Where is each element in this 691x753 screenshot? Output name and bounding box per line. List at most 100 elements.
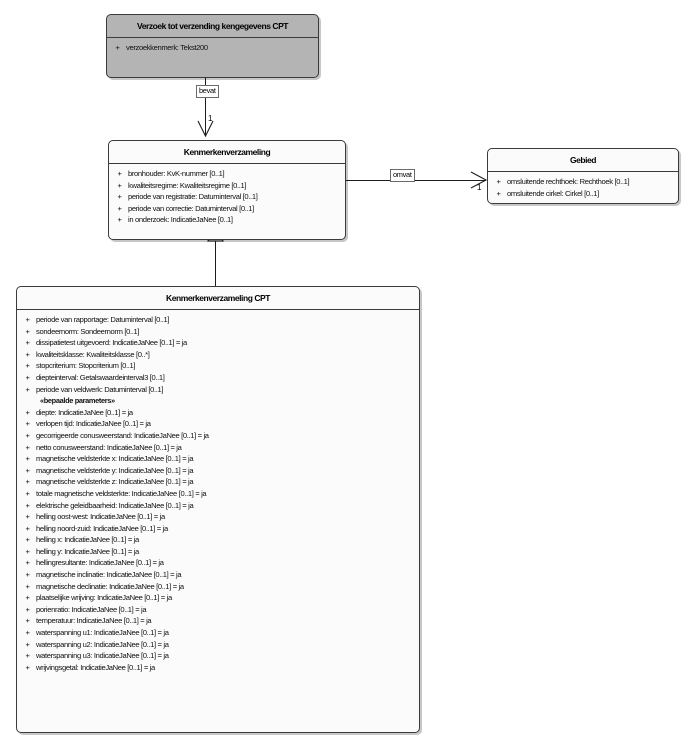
- attribute-signature: verzoekkenmerk: Tekst200: [126, 43, 208, 52]
- attribute-signature: helling noord-zuid: IndicatieJaNee [0..1…: [36, 523, 168, 533]
- attribute-visibility: +: [117, 203, 122, 213]
- attribute-visibility: +: [25, 430, 30, 440]
- attribute-visibility: +: [117, 169, 122, 178]
- attribute-row: + hellingresultante: IndicatieJaNee [0..1…: [19, 557, 417, 569]
- attribute-row: +periode van rapportage: Datuminterval […: [19, 314, 417, 326]
- bevat-open-arrowhead: [197, 120, 214, 138]
- attribute-visibility: +: [25, 349, 30, 359]
- attribute-signature: magnetische inclinatie: IndicatieJaNee […: [36, 570, 182, 580]
- attribute-signature: helling y: IndicatieJaNee [0..1] = ja: [36, 546, 139, 556]
- attribute-row: +wrijvingsgetal: IndicatieJaNee [0..1] =…: [19, 662, 417, 674]
- class-name-verzoek: Verzoek tot verzending kengegevens CPT: [107, 15, 318, 38]
- attribute-visibility: +: [25, 500, 30, 510]
- edge-label-omvat: omvat: [390, 169, 415, 182]
- attribute-row: +waterspanning u3: IndicatieJaNee [0..1]…: [19, 650, 417, 662]
- attribute-row: +magnetische declinatie: IndicatieJaNee …: [19, 581, 417, 593]
- attribute-row: + kwaliteitsregime: Kwaliteitsregime [0.…: [111, 180, 343, 192]
- attribute-visibility: +: [117, 180, 122, 190]
- attribute-row: + in onderzoek: IndicatieJaNee [0..1]: [111, 214, 343, 226]
- attribute-signature: hellingresultante: IndicatieJaNee [0..1]…: [36, 558, 164, 568]
- attribute-visibility: +: [117, 215, 122, 225]
- class-kenmerkenverzameling-cpt[interactable]: Kenmerkenverzameling CPT +periode van ra…: [16, 286, 420, 733]
- attribute-signature: helling x: IndicatieJaNee [0..1] = ja: [36, 535, 139, 545]
- attribute-visibility: +: [115, 43, 120, 52]
- attribute-row: + periode van veldwerk: Datuminterval [0.…: [19, 384, 417, 396]
- attribute-visibility: +: [25, 454, 30, 464]
- attribute-row: +helling oost-west: IndicatieJaNee [0..1…: [19, 511, 417, 523]
- attribute-row: +dissipatietest uitgevoerd: IndicatieJaN…: [19, 337, 417, 349]
- attribute-row: + waterspanning u1: IndicatieJaNee [0..1]…: [19, 627, 417, 639]
- attribute-row: +porienratio: IndicatieJaNee [0..1] = ja: [19, 604, 417, 616]
- attribute-visibility: +: [496, 188, 501, 198]
- attribute-visibility: +: [25, 546, 30, 556]
- attribute-row: + bronhouder: KvK-nummer [0..1]: [111, 168, 343, 180]
- attribute-row: + omsluitende rechthoek: Rechthoek [0..1…: [490, 176, 676, 188]
- attribute-signature: in onderzoek: IndicatieJaNee [0..1]: [128, 215, 233, 225]
- class-attributes-verzoek: + verzoekkenmerk: Tekst200: [107, 38, 318, 59]
- edge-bevat: [205, 78, 206, 136]
- attribute-row: + waterspanning u2: IndicatieJaNee [0..1]…: [19, 639, 417, 651]
- edge-omvat: [345, 180, 486, 181]
- attribute-visibility: +: [25, 407, 30, 417]
- attribute-row: + helling y: IndicatieJaNee [0..1] = ja: [19, 546, 417, 558]
- attribute-visibility: +: [25, 465, 30, 475]
- attribute-row: +gecorrigeerde conusweerstand: Indicatie…: [19, 430, 417, 442]
- attribute-row: + magnetische veldsterkte y: IndicatieJaN…: [19, 465, 417, 477]
- attribute-signature: magnetische veldsterkte x: IndicatieJaNe…: [36, 454, 194, 464]
- attribute-row: +temperatuur: IndicatieJaNee [0..1] = ja: [19, 615, 417, 627]
- attribute-signature: sondeernorm: Sondeernorm [0..1]: [36, 326, 140, 336]
- attribute-visibility: +: [25, 523, 30, 533]
- attribute-signature: magnetische veldsterkte z: IndicatieJaNe…: [36, 477, 194, 487]
- attribute-visibility: +: [25, 338, 30, 348]
- attribute-signature: wrijvingsgetal: IndicatieJaNee [0..1] = …: [36, 662, 155, 672]
- class-name-kenmerkenverzameling-cpt: Kenmerkenverzameling CPT: [17, 287, 419, 310]
- class-name-gebied: Gebied: [488, 149, 678, 172]
- omvat-open-arrowhead: [470, 171, 488, 189]
- attribute-visibility: +: [25, 639, 30, 649]
- attribute-signature: periode van registratie: Datuminterval […: [128, 192, 258, 202]
- attribute-visibility: +: [25, 361, 30, 371]
- attribute-visibility: +: [25, 616, 30, 626]
- attribute-row: + periode van registratie: Datuminterval…: [111, 191, 343, 203]
- attribute-visibility: +: [25, 628, 30, 638]
- class-name-kenmerkenverzameling: Kenmerkenverzameling: [109, 141, 345, 164]
- attribute-visibility: +: [25, 442, 30, 452]
- attribute-signature: helling oost-west: IndicatieJaNee [0..1]…: [36, 512, 165, 522]
- bevat-target-multiplicity: 1: [208, 114, 213, 123]
- attribute-row: + diepte: IndicatieJaNee [0..1] = ja: [19, 407, 417, 419]
- class-verzoek-tot-verzending-kengegevens-cpt[interactable]: Verzoek tot verzending kengegevens CPT +…: [106, 14, 319, 78]
- edge-label-bevat: bevat: [196, 85, 219, 98]
- attribute-signature: stopcriterium: Stopcriterium [0..1]: [36, 361, 136, 371]
- class-attributes-kenmerkenverzameling: + bronhouder: KvK-nummer [0..1] + kwalit…: [109, 164, 345, 231]
- attribute-row: +totale magnetische veldsterkte: Indicat…: [19, 488, 417, 500]
- class-kenmerkenverzameling[interactable]: Kenmerkenverzameling + bronhouder: KvK-n…: [108, 140, 346, 240]
- attribute-visibility: +: [25, 326, 30, 336]
- attribute-visibility: +: [496, 177, 501, 186]
- attribute-signature: diepte: IndicatieJaNee [0..1] = ja: [36, 407, 133, 417]
- attribute-visibility: +: [25, 604, 30, 614]
- attribute-signature: elektrische geleidbaarheid: IndicatieJaN…: [36, 500, 194, 510]
- attribute-stereotype-row: «bepaalde parameters»: [19, 395, 417, 407]
- attribute-visibility: +: [25, 419, 30, 429]
- attribute-visibility: +: [25, 558, 30, 568]
- attribute-visibility: +: [25, 581, 30, 591]
- attribute-signature: kwaliteitsklasse: Kwaliteitsklasse [0..*…: [36, 349, 150, 359]
- attribute-visibility: +: [25, 488, 30, 498]
- edge-generalization: [215, 240, 216, 286]
- attribute-row: + kwaliteitsklasse: Kwaliteitsklasse [0..…: [19, 349, 417, 361]
- attribute-signature: omsluitende cirkel: Cirkel [0..1]: [507, 188, 599, 198]
- attribute-row: + sondeernorm: Sondeernorm [0..1]: [19, 326, 417, 338]
- class-gebied[interactable]: Gebied + omsluitende rechthoek: Rechthoe…: [487, 148, 679, 204]
- attribute-signature: verlopen tijd: IndicatieJaNee [0..1] = j…: [36, 419, 151, 429]
- attribute-signature: waterspanning u1: IndicatieJaNee [0..1] …: [36, 628, 169, 638]
- attribute-signature: kwaliteitsregime: Kwaliteitsregime [0..1…: [128, 180, 247, 190]
- attribute-visibility: +: [25, 384, 30, 394]
- attribute-signature: plaatselijke wrijving: IndicatieJaNee [0…: [36, 593, 172, 603]
- attribute-visibility: +: [25, 477, 30, 487]
- attribute-signature: diepteinterval: Getalswaardeinterval3 [0…: [36, 372, 165, 382]
- attribute-signature: waterspanning u2: IndicatieJaNee [0..1] …: [36, 639, 169, 649]
- attribute-visibility: +: [117, 192, 122, 202]
- attribute-signature: magnetische veldsterkte y: IndicatieJaNe…: [36, 465, 194, 475]
- attribute-signature: periode van veldwerk: Datuminterval [0..…: [36, 384, 164, 394]
